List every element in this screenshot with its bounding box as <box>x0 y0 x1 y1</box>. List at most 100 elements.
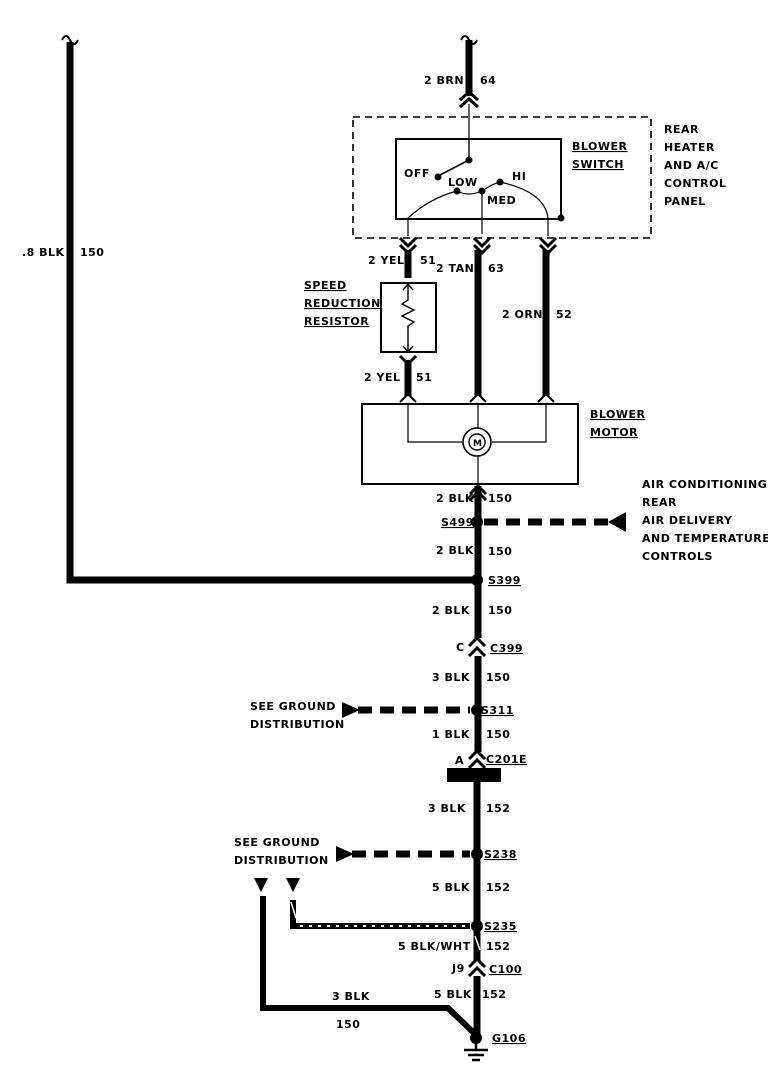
wire-150-e-gauge: 1 BLK <box>432 728 470 741</box>
splice-s399-label: S399 <box>488 574 521 587</box>
wire-52-gauge: 2 ORN <box>502 308 543 321</box>
blower-motor-label: BLOWER MOTOR <box>590 408 645 439</box>
wire-150-ground-gauge: 3 BLK <box>332 990 370 1003</box>
blower-switch-label-line2: SWITCH <box>572 158 624 171</box>
wire-150-d: 3 BLK 150 <box>432 671 510 684</box>
wire-51-bottom-circuit: 51 <box>416 371 432 384</box>
connector-c201e: A C201E <box>447 748 527 782</box>
wire-63-circuit: 63 <box>488 262 504 275</box>
blower-switch-label-line1: BLOWER <box>572 140 628 153</box>
resistor-symbol <box>400 282 416 354</box>
panel-label-line5: PANEL <box>664 195 706 208</box>
resistor-label-line3: RESISTOR <box>304 315 369 328</box>
switch-low-label: LOW <box>448 176 478 189</box>
ground-g106-label: G106 <box>492 1032 526 1045</box>
connector-c201e-pin: A <box>455 754 464 767</box>
panel-label-line4: CONTROL <box>664 177 726 190</box>
splice-s499: S499 <box>441 516 483 529</box>
wire-150-left-gauge: .8 BLK <box>22 246 65 259</box>
connector-c399-pin: C <box>456 641 465 654</box>
wire-150-d-circuit: 150 <box>486 671 510 684</box>
resistor-label-line1: SPEED <box>304 279 347 292</box>
see-ground-2-line2: DISTRIBUTION <box>234 854 329 867</box>
switch-off-label: OFF <box>404 167 430 180</box>
speed-reduction-resistor-label: SPEED REDUCTION RESISTOR <box>304 279 381 328</box>
wire-152-b-gauge: 5 BLK <box>432 881 470 894</box>
wire-150-a-circuit: 150 <box>488 492 512 505</box>
wire-150-b-gauge: 2 BLK <box>436 544 474 557</box>
splice-s311: S311 SEE GROUND DISTRIBUTION <box>250 700 514 731</box>
wire-51-top-circuit: 51 <box>420 254 436 267</box>
blower-motor-box <box>361 403 579 485</box>
splice-s499-label: S499 <box>441 516 474 529</box>
control-panel-boundary <box>352 116 652 239</box>
wire-64: 2 BRN 64 <box>424 35 496 160</box>
ac-controls-line4: AND TEMPERATURE <box>642 532 768 545</box>
wire-152-d-gauge: 5 BLK <box>434 988 472 1001</box>
wire-52-circuit: 52 <box>556 308 572 321</box>
ac-controls-link: AIR CONDITIONING REAR AIR DELIVERY AND T… <box>484 478 768 563</box>
motor-symbol-text: M <box>473 439 482 449</box>
resistor-label-line2: REDUCTION <box>304 297 381 310</box>
wire-150-b-circuit: 150 <box>488 545 512 558</box>
connector-c100-pin: J9 <box>451 962 465 975</box>
wire-152-b-circuit: 152 <box>486 881 510 894</box>
wire-52: 2 ORN 52 <box>502 218 572 396</box>
wire-64-gauge: 2 BRN <box>424 74 464 87</box>
ac-controls-line1: AIR CONDITIONING <box>642 478 767 491</box>
switch-med-label: MED <box>487 194 516 207</box>
connector-c399: C C399 <box>456 635 523 658</box>
blower-switch-box <box>395 138 562 220</box>
wire-152-c-gauge: 5 BLK/WHT <box>398 940 471 953</box>
wire-51-bottom-gauge: 2 YEL <box>364 371 400 384</box>
splice-s399: S399 <box>471 574 521 587</box>
blower-motor-label-line2: MOTOR <box>590 426 638 439</box>
wire-150-a-gauge: 2 BLK <box>436 492 474 505</box>
ground-g106: G106 <box>464 1032 526 1062</box>
wire-150-d-gauge: 3 BLK <box>432 671 470 684</box>
wire-51-top: 2 YEL 51 <box>368 218 436 278</box>
wire-152-d: 5 BLK 152 <box>434 988 506 1001</box>
connector-c100: J9 C100 <box>451 956 522 978</box>
wire-152-d-circuit: 152 <box>482 988 506 1001</box>
wire-150-c: 2 BLK 150 <box>432 604 512 617</box>
wire-150-ground-circuit: 150 <box>336 1018 360 1031</box>
wire-152-a-circuit: 152 <box>486 802 510 815</box>
see-ground-2-line1: SEE GROUND <box>234 836 320 849</box>
wire-152-b: 5 BLK 152 <box>432 881 510 894</box>
switch-hi-label: HI <box>512 170 526 183</box>
connector-c201e-label: C201E <box>486 753 527 766</box>
motor-ground-connector <box>468 483 488 502</box>
ac-controls-line2: REAR <box>642 496 677 509</box>
control-panel-label: REAR HEATER AND A/C CONTROL PANEL <box>664 123 726 208</box>
splice-s238: S238 SEE GROUND DISTRIBUTION <box>234 836 517 867</box>
ac-controls-line5: CONTROLS <box>642 550 713 563</box>
wire-51-bottom: 2 YEL 51 <box>364 354 432 396</box>
see-ground-1-line1: SEE GROUND <box>250 700 336 713</box>
wire-150-e-circuit: 150 <box>486 728 510 741</box>
wire-64-circuit: 64 <box>480 74 496 87</box>
motor-symbol-circle <box>462 427 492 457</box>
ac-controls-line3: AIR DELIVERY <box>642 514 733 527</box>
see-ground-1-line2: DISTRIBUTION <box>250 718 345 731</box>
wire-150-b: 2 BLK 150 <box>436 544 512 558</box>
blower-motor-internal-wiring: M <box>399 392 555 484</box>
splice-s311-label: S311 <box>481 704 514 717</box>
panel-label-line3: AND A/C <box>664 159 719 172</box>
wire-150-ground-feed: 3 BLK 150 <box>254 878 478 1037</box>
wire-152-a-gauge: 3 BLK <box>428 802 466 815</box>
wire-150-c-circuit: 150 <box>488 604 512 617</box>
blower-switch-label: BLOWER SWITCH <box>572 140 628 171</box>
wire-51-top-gauge: 2 YEL <box>368 254 404 267</box>
splice-s238-label: S238 <box>484 848 517 861</box>
blower-switch-contacts: OFF LOW MED HI <box>404 139 565 222</box>
wire-150-c-gauge: 2 BLK <box>432 604 470 617</box>
connector-c100-label: C100 <box>489 963 522 976</box>
wire-152-c-circuit: 152 <box>486 940 510 953</box>
panel-label-line1: REAR <box>664 123 699 136</box>
wire-150-a: 2 BLK 150 <box>436 492 512 505</box>
wire-63: 2 TAN 63 <box>436 218 504 396</box>
wire-150-left: .8 BLK 150 <box>22 35 476 584</box>
